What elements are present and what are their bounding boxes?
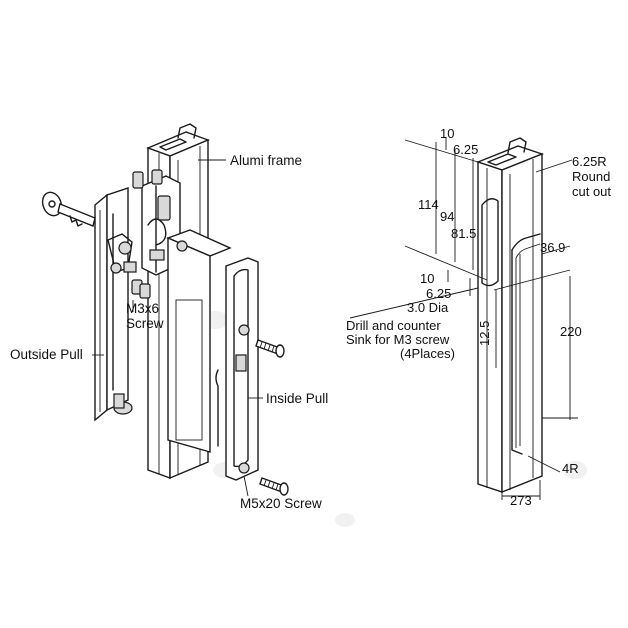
dim-114: 114: [418, 197, 439, 212]
note-round-3: cut out: [572, 184, 611, 199]
exploded-view: Alumi frame M3x6 Screw Outside Pull Insi…: [10, 123, 328, 511]
inner-plate: [166, 229, 232, 453]
label-outside-pull: Outside Pull: [10, 347, 83, 362]
inside-pull: [215, 257, 259, 481]
label-alumi-frame: Alumi frame: [230, 153, 302, 168]
note-drill-3: (4Places): [400, 346, 455, 361]
frame-profile: [475, 137, 545, 494]
dim-625-top: 6.25: [453, 142, 478, 157]
note-round-2: Round: [572, 169, 610, 184]
dim-3-dia: 3.0 Dia: [407, 300, 449, 315]
key-icon: [41, 191, 96, 227]
label-m3-screw: M3x6: [126, 301, 159, 316]
dim-625-bottom: 6.25: [426, 286, 451, 301]
leader-m5-screw: [243, 475, 249, 497]
dim-369: 36.9: [540, 240, 565, 255]
dim-4r: 4R: [562, 461, 579, 476]
dim-815: 81.5: [451, 226, 476, 241]
dimension-lines: [349, 138, 578, 500]
note-drill-2: Sink for M3 screw: [346, 332, 450, 347]
dim-273: 273: [510, 493, 532, 508]
label-m3-screw-2: Screw: [126, 316, 164, 331]
dim-10-top: 10: [440, 126, 454, 141]
outside-pull: [94, 187, 133, 422]
dim-10-bottom: 10: [420, 271, 434, 286]
label-m5-screw: M5x20 Screw: [240, 496, 322, 511]
m5-screw-bottom: [259, 477, 289, 496]
dim-94: 94: [440, 209, 454, 224]
m5-screw-top: [255, 339, 285, 358]
note-round-1: 6.25R: [572, 154, 607, 169]
note-drill-1: Drill and counter: [346, 318, 441, 333]
label-inside-pull: Inside Pull: [266, 391, 328, 406]
dim-125: 12.5: [477, 321, 492, 346]
dim-220: 220: [560, 324, 582, 339]
dimension-view: 10 6.25 114 94 81.5 10 6.25 3.0 Dia Dril…: [346, 126, 611, 508]
